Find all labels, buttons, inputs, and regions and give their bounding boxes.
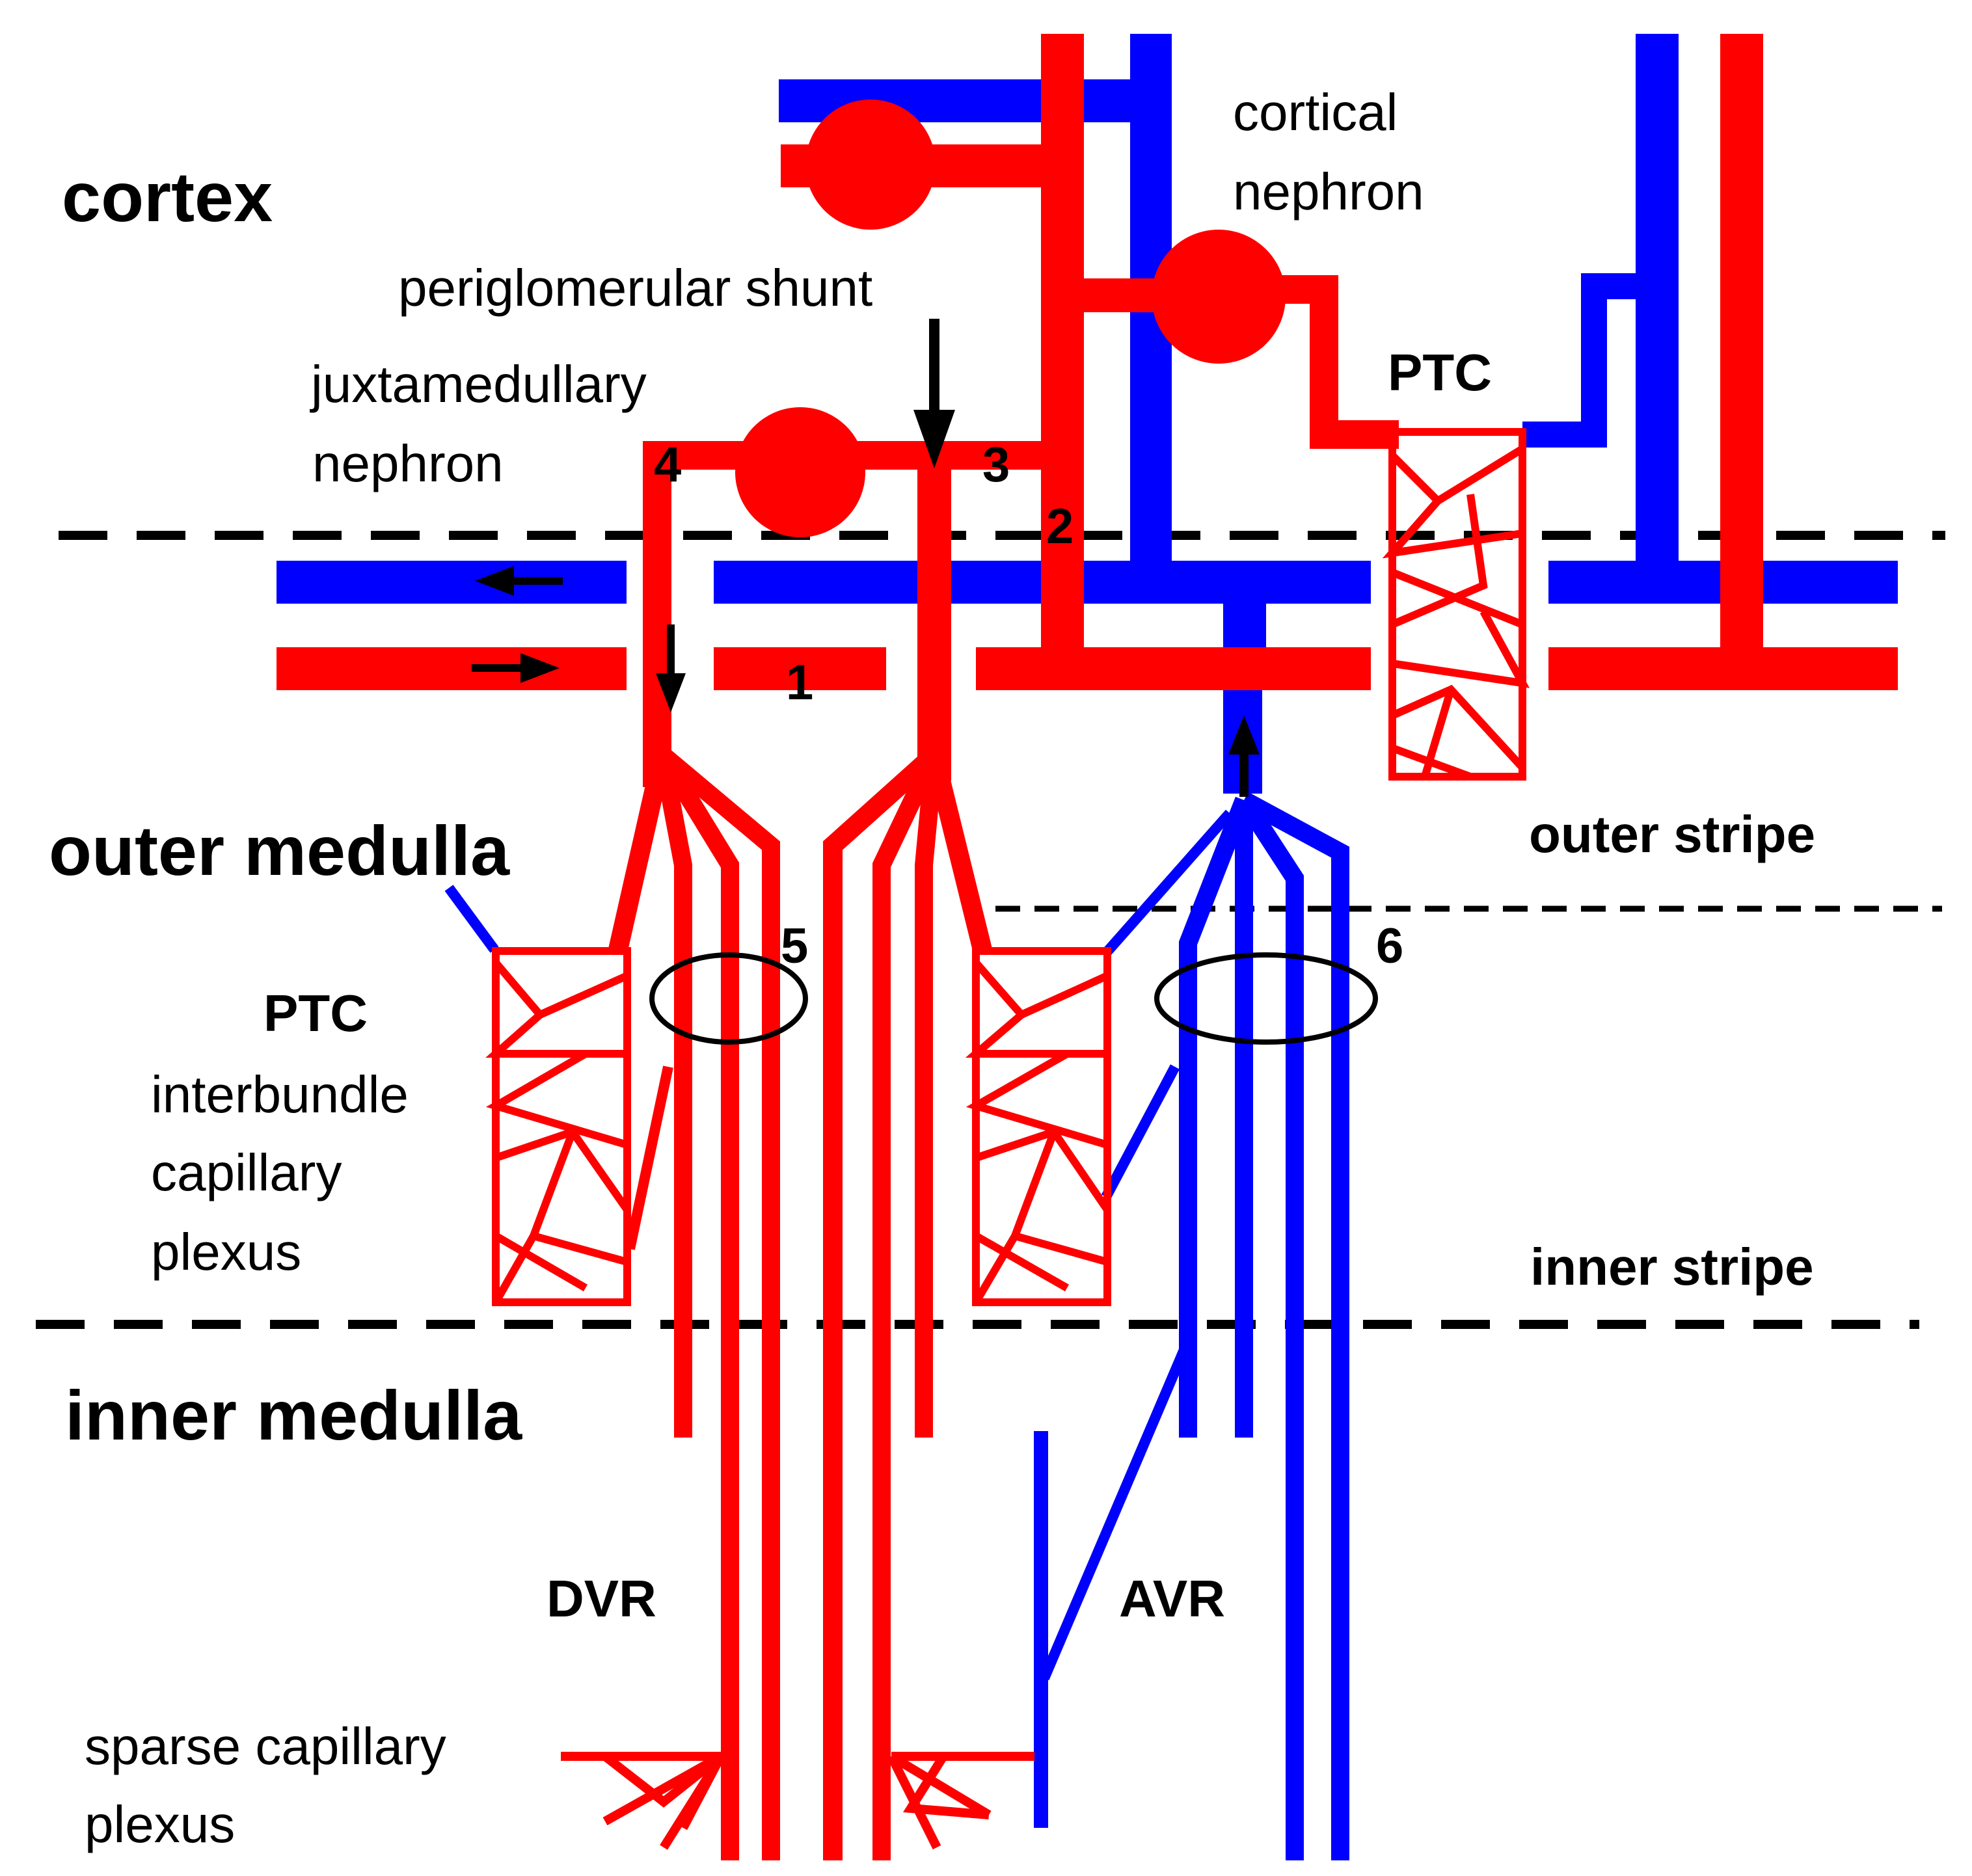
- interbundle-plexus-label: plexus: [151, 1223, 301, 1281]
- efferent-arteriole: [1278, 275, 1399, 449]
- plexus-branch: [602, 1752, 723, 1826]
- marker-5: 5: [781, 918, 808, 974]
- ptc-medulla-right-network: [965, 947, 1111, 1306]
- avr-branch: [1039, 1347, 1189, 1681]
- cortical-radial-artery: [1720, 34, 1763, 658]
- juxta-afferent: [643, 441, 1067, 787]
- dvr-vessel: [655, 749, 739, 1860]
- vein-to-ptc: [1102, 809, 1234, 957]
- dvr-vessel: [653, 753, 692, 1438]
- marker-3: 3: [982, 437, 1010, 492]
- interbundle-plexus-label: interbundle: [151, 1065, 409, 1123]
- periglomerular-shunt-vessel: [917, 455, 951, 781]
- cortical-vein: [1636, 34, 1679, 574]
- dvr-vessel: [925, 752, 992, 952]
- region-inner-stripe: inner stripe: [1530, 1238, 1814, 1296]
- region-cortex: cortex: [62, 157, 273, 236]
- dvr-bundle-ring: [649, 952, 808, 1045]
- plexus-branch: [889, 1752, 992, 1819]
- avr-label: AVR: [1119, 1570, 1225, 1628]
- arcuate-artery: [277, 647, 627, 690]
- up-arrow-icon: [1228, 716, 1260, 797]
- avr-bundle-ring: [1154, 952, 1378, 1045]
- ptc-cortex-label: PTC: [1388, 343, 1492, 401]
- interbundle-plexus-label: capillary: [151, 1144, 342, 1201]
- vein-from-ptc: [1101, 1064, 1180, 1199]
- plexus-branch: [679, 1754, 725, 1830]
- ptc-medulla-left-network: [485, 947, 631, 1306]
- avr-vessel: [1239, 792, 1349, 1860]
- arcuate-vein: [277, 561, 627, 604]
- arterial-system: [277, 34, 1898, 1860]
- down-arrow-icon: [656, 624, 686, 712]
- region-inner-medulla: inner medulla: [65, 1376, 522, 1454]
- marker-6: 6: [1376, 918, 1403, 974]
- avr-vessel: [1179, 796, 1253, 1438]
- dvr-vessel: [872, 750, 943, 1860]
- cortical-glomerulus: [1152, 230, 1286, 364]
- arcuate-artery: [976, 647, 1371, 690]
- vein-to-ptc-left: [444, 885, 499, 953]
- labels: cortex outer medulla inner medulla outer…: [49, 83, 1815, 1853]
- shunt-down-arrow-icon: [913, 319, 955, 468]
- flow-arrows: [472, 319, 1260, 797]
- sparse-plexus-label: plexus: [85, 1795, 235, 1853]
- juxtamedullary-nephron-label: nephron: [312, 435, 504, 492]
- zone-boundaries: [36, 531, 1945, 1329]
- left-arrow-icon: [475, 566, 563, 596]
- sparse-plexus-label: sparse capillary: [85, 1717, 446, 1775]
- avr-vessel: [1236, 795, 1304, 1860]
- plexus-branch: [902, 1754, 990, 1819]
- cortical-radial-artery: [1041, 34, 1084, 658]
- dvr-vessel: [656, 747, 780, 1860]
- region-outer-stripe: outer stripe: [1529, 805, 1815, 863]
- right-arrow-icon: [472, 653, 560, 683]
- region-outer-medulla: outer medulla: [49, 811, 510, 890]
- dvr-label: DVR: [547, 1570, 656, 1628]
- ptc-medulla-label: PTC: [263, 984, 368, 1042]
- cortical-nephron-label: cortical: [1233, 83, 1398, 141]
- dvr-vessel: [823, 747, 941, 1860]
- dvr-vessel: [915, 753, 943, 1438]
- ptc-cortex-network: [1382, 428, 1530, 781]
- marker-1: 1: [786, 655, 813, 710]
- cortical-nephron-label: nephron: [1233, 163, 1424, 221]
- dvr-vessel: [608, 752, 672, 952]
- superficial-glomerulus: [805, 100, 936, 230]
- marker-4: 4: [654, 437, 681, 492]
- arcuate-artery: [714, 647, 886, 690]
- marker-2: 2: [1046, 499, 1074, 554]
- periglomerular-shunt-label: periglomerular shunt: [398, 259, 872, 317]
- dvr-to-ptc: [625, 1065, 673, 1250]
- juxtamedullary-nephron-label: juxtamedullary: [310, 355, 647, 413]
- juxtamedullary-glomerulus: [735, 407, 865, 537]
- ptc-efferent-vein: [1522, 273, 1643, 448]
